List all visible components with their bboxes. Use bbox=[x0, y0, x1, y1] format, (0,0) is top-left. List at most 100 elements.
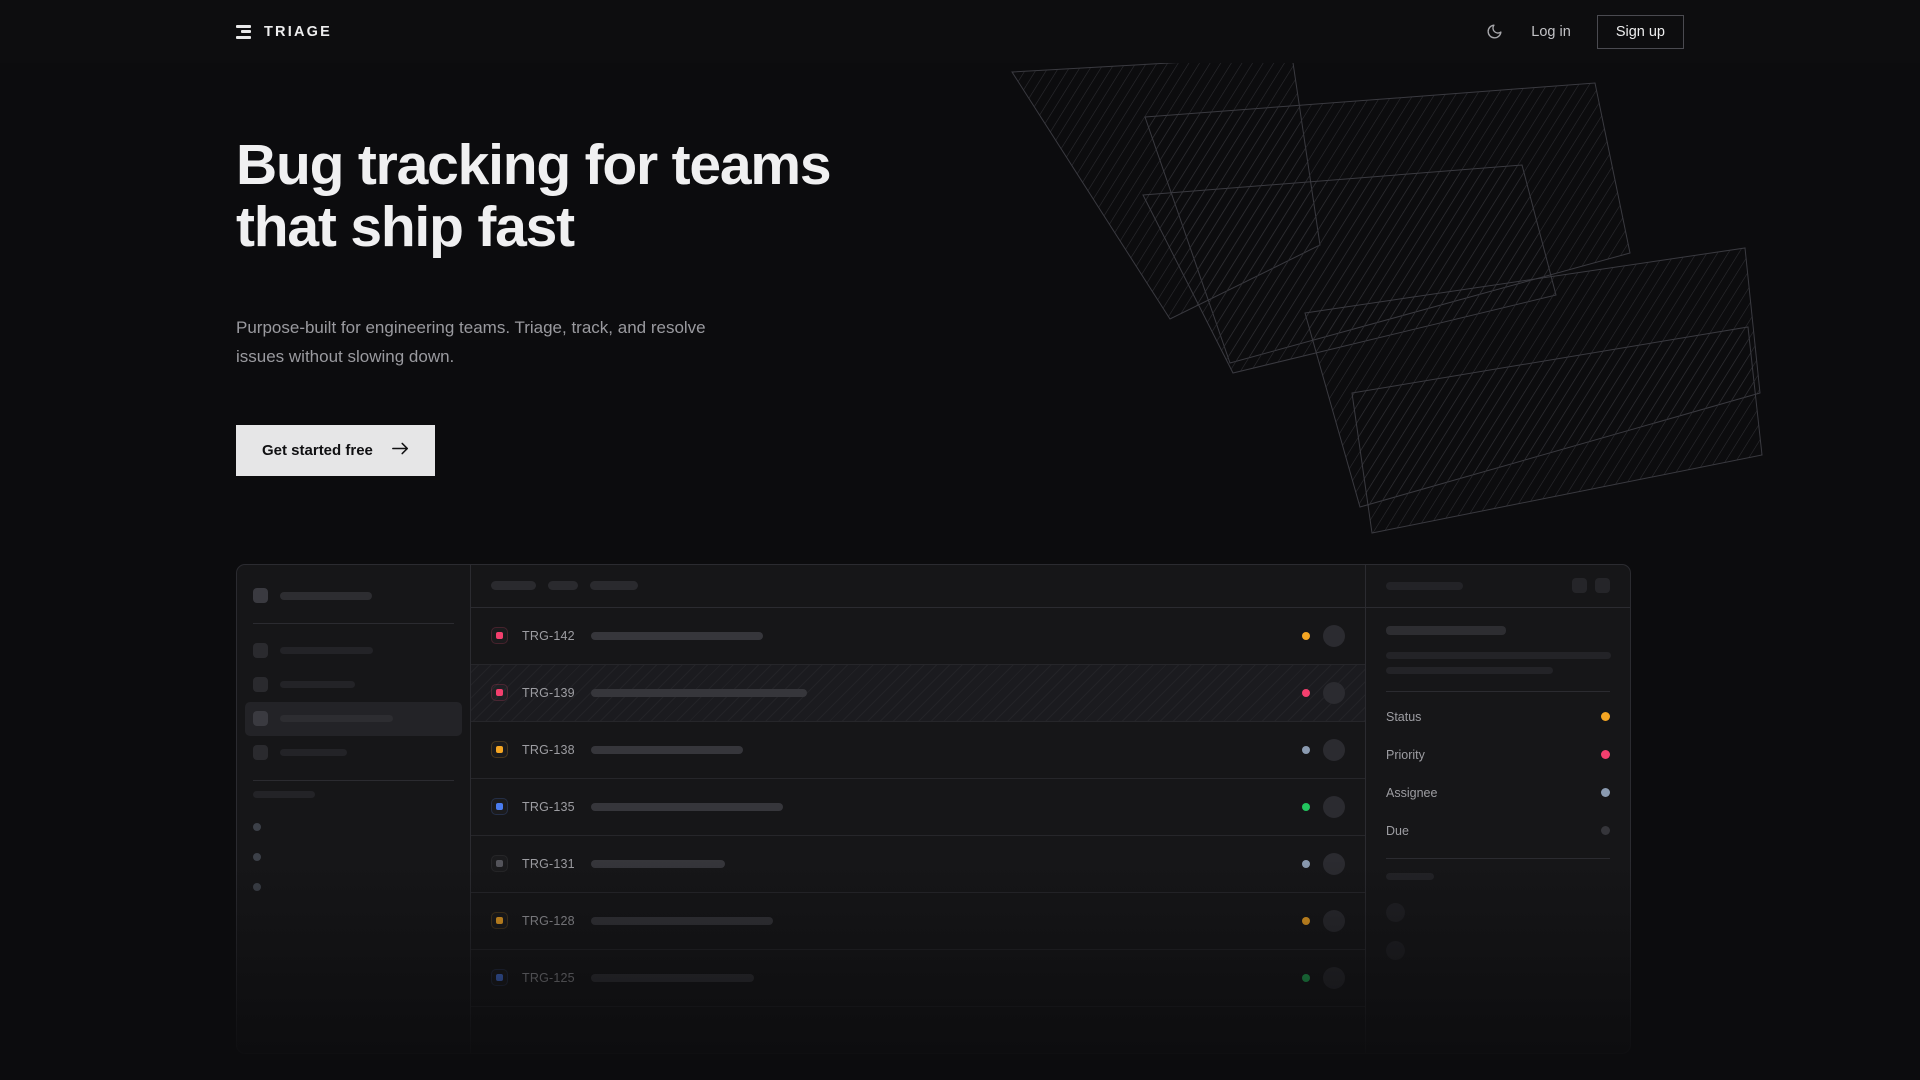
issue-title-placeholder bbox=[591, 973, 754, 982]
issue-id: TRG-128 bbox=[522, 913, 575, 928]
sidebar-item-label bbox=[280, 647, 373, 655]
issue-list-toolbar bbox=[471, 565, 1365, 608]
detail-field-value-dot bbox=[1601, 826, 1610, 836]
issue-title-placeholder bbox=[591, 688, 807, 697]
detail-action-button[interactable] bbox=[1595, 578, 1610, 594]
issue-row[interactable]: TRG-128 bbox=[471, 893, 1365, 950]
sidebar-project-item[interactable] bbox=[253, 842, 454, 872]
assignee-avatar[interactable] bbox=[1323, 909, 1345, 932]
issue-row-meta bbox=[1302, 909, 1345, 932]
activity-label-placeholder bbox=[1386, 872, 1434, 880]
issue-id: TRG-131 bbox=[522, 856, 575, 871]
detail-field[interactable]: Due bbox=[1386, 812, 1610, 850]
priority-indicator bbox=[491, 969, 508, 987]
headline-line-1: Bug tracking for teams bbox=[236, 133, 832, 197]
issue-id: TRG-142 bbox=[522, 628, 575, 643]
sidebar-nav-item[interactable] bbox=[245, 701, 462, 736]
issue-row-meta bbox=[1302, 681, 1345, 704]
project-dot-icon bbox=[253, 852, 261, 861]
issue-row[interactable]: TRG-131 bbox=[471, 836, 1365, 893]
sidebar-nav-item[interactable] bbox=[253, 736, 454, 770]
status-dot bbox=[1302, 688, 1310, 697]
get-started-button[interactable]: Get started free bbox=[236, 424, 435, 476]
headline-line-2: that ship fast bbox=[236, 194, 575, 259]
issue-row[interactable]: TRG-138 bbox=[471, 722, 1365, 779]
assignee-avatar[interactable] bbox=[1323, 738, 1345, 761]
signup-button[interactable]: Sign up bbox=[1596, 14, 1684, 49]
issue-row-meta bbox=[1302, 738, 1345, 761]
workspace-avatar bbox=[253, 588, 268, 604]
description-line-placeholder bbox=[1386, 666, 1553, 674]
brand-logo[interactable]: TRIAGE bbox=[236, 24, 332, 40]
detail-divider bbox=[1386, 690, 1610, 692]
priority-indicator bbox=[491, 798, 508, 816]
issue-row-meta bbox=[1302, 624, 1345, 647]
brand-name: TRIAGE bbox=[264, 23, 332, 40]
sidebar-project-list bbox=[253, 812, 454, 902]
detail-field[interactable]: Priority bbox=[1386, 736, 1610, 774]
toolbar-filter-chip[interactable] bbox=[590, 581, 638, 591]
assignee-avatar[interactable] bbox=[1323, 795, 1345, 818]
app-sidebar bbox=[237, 564, 471, 1053]
activity-item bbox=[1386, 932, 1610, 970]
workspace-switcher[interactable] bbox=[253, 579, 454, 613]
sidebar-item-icon bbox=[253, 711, 268, 727]
issue-row[interactable]: TRG-125 bbox=[471, 950, 1365, 1007]
detail-field-value-dot bbox=[1601, 788, 1610, 798]
detail-divider-2 bbox=[1386, 857, 1610, 859]
priority-indicator bbox=[491, 912, 508, 930]
cta-label: Get started free bbox=[262, 441, 373, 459]
activity-item bbox=[1386, 894, 1610, 932]
sidebar-nav-item[interactable] bbox=[253, 668, 454, 702]
top-navbar: TRIAGE Log in Sign up bbox=[0, 0, 1920, 63]
toolbar-filter-chip[interactable] bbox=[548, 581, 578, 591]
issue-row-meta bbox=[1302, 852, 1345, 875]
assignee-avatar[interactable] bbox=[1323, 681, 1345, 704]
assignee-avatar[interactable] bbox=[1323, 624, 1345, 647]
sidebar-nav-item[interactable] bbox=[253, 634, 454, 668]
status-dot bbox=[1302, 802, 1310, 811]
issue-id: TRG-125 bbox=[522, 970, 575, 985]
assignee-avatar[interactable] bbox=[1323, 852, 1345, 875]
sidebar-item-label bbox=[280, 749, 347, 757]
issue-row[interactable]: TRG-135 bbox=[471, 779, 1365, 836]
issue-id: TRG-135 bbox=[522, 799, 575, 814]
issue-title-placeholder bbox=[591, 802, 783, 811]
issue-row[interactable]: TRG-142 bbox=[471, 608, 1365, 665]
assignee-avatar[interactable] bbox=[1323, 966, 1345, 989]
detail-action-button[interactable] bbox=[1572, 578, 1587, 594]
moon-icon[interactable] bbox=[1483, 21, 1505, 43]
detail-field[interactable]: Assignee bbox=[1386, 774, 1610, 812]
navbar-actions: Log in Sign up bbox=[1483, 14, 1684, 49]
workspace-name-placeholder bbox=[280, 591, 372, 600]
sidebar-nav bbox=[245, 634, 462, 770]
detail-field-value-dot bbox=[1601, 750, 1610, 760]
toolbar-filter-chip[interactable] bbox=[491, 581, 536, 591]
project-dot-icon bbox=[253, 882, 261, 891]
issue-title-placeholder bbox=[591, 859, 725, 868]
description-line-placeholder bbox=[1386, 651, 1611, 659]
priority-indicator bbox=[491, 855, 508, 873]
hero-content: Bug tracking for teams that ship fast Pu… bbox=[0, 133, 1920, 476]
sidebar-item-icon bbox=[253, 677, 268, 693]
arrow-right-icon bbox=[391, 442, 409, 459]
status-dot bbox=[1302, 973, 1310, 982]
login-link[interactable]: Log in bbox=[1531, 23, 1571, 40]
status-dot bbox=[1302, 916, 1310, 925]
issue-title-placeholder bbox=[591, 631, 763, 640]
issue-title-placeholder bbox=[591, 745, 743, 754]
issue-title-placeholder bbox=[591, 916, 773, 925]
detail-field[interactable]: Status bbox=[1386, 698, 1610, 736]
sidebar-project-item[interactable] bbox=[253, 872, 454, 902]
sidebar-project-item[interactable] bbox=[253, 812, 454, 842]
detail-field-label: Due bbox=[1386, 823, 1409, 838]
detail-field-value-dot bbox=[1601, 712, 1610, 722]
issue-row[interactable]: TRG-139 bbox=[471, 664, 1365, 722]
detail-header-title-placeholder bbox=[1386, 581, 1463, 590]
detail-field-label: Status bbox=[1386, 709, 1422, 724]
hero-subtitle: Purpose-built for engineering teams. Tri… bbox=[236, 318, 706, 367]
